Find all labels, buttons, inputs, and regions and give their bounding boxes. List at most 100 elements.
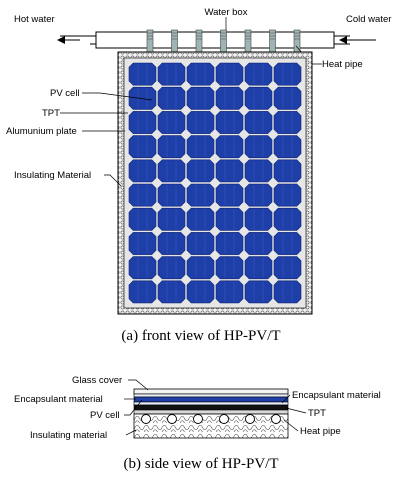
pv-cell [273,183,302,207]
pv-cell-layer [133,396,289,403]
heat-pipe [244,29,252,53]
side-view-caption: (b) side view of HP-PV/T [124,456,279,472]
pv-cell [128,183,157,207]
pv-cell [128,256,157,280]
pv-cell [244,280,273,304]
pv-cell [273,62,302,86]
side-tpt-label: TPT [308,408,326,419]
pv-cell [157,62,186,86]
pv-cell [128,135,157,159]
front-view: Water box Hot water Cold water Heat pipe… [6,7,391,344]
pv-cell [186,232,215,255]
pv-cell [244,159,273,183]
pv-cell-grid [128,62,302,304]
tpt-label: TPT [42,108,60,119]
aluminium-plate-label: Alumunium plate [6,126,77,137]
pv-cell [273,207,302,231]
pv-cell [273,232,302,255]
pv-cell [157,135,186,159]
heat-pipe [269,29,276,53]
pv-cell [215,159,244,183]
pv-cell [244,111,273,134]
pv-cell [215,256,244,280]
side-heat-pipe [141,414,151,424]
pv-cell [186,280,215,304]
pv-cell [215,86,244,110]
pv-cell [244,207,273,231]
pv-cell [273,159,302,183]
side-heat-pipe [245,414,255,424]
pv-cell [157,232,186,255]
heat-pipes [146,29,301,53]
pv-cell [244,86,273,110]
pv-cell [215,280,244,304]
heat-pipe [195,29,203,53]
pv-cell [128,111,157,134]
pv-cell [157,86,186,110]
pv-cell [186,256,215,280]
side-heat-pipe [167,414,177,424]
side-heat-pipe-label: Heat pipe [300,426,341,437]
side-heat-pipes [141,414,281,424]
water-box-label: Water box [205,7,248,18]
pv-cell [244,232,273,255]
encapsulant-right-label: Encapsulant material [292,390,381,401]
pv-cell [273,111,302,134]
pv-cell [215,62,244,86]
pv-cell [273,86,302,110]
glass-cover-label: Glass cover [72,375,122,386]
pv-cell [273,256,302,280]
pv-cell [186,86,215,110]
pv-cell [186,183,215,207]
pv-cell [128,159,157,183]
side-insulating-label: Insulating material [30,430,107,441]
pv-cell [186,135,215,159]
aluminium-layer [133,409,289,415]
pv-cell [128,280,157,304]
insulating-layer [133,413,289,439]
encapsulant-bottom-layer [133,401,289,406]
pv-cell [244,135,273,159]
pv-cell [215,111,244,134]
heat-pipe [171,29,178,53]
pv-cell-label: PV cell [50,88,80,99]
pv-cell [128,62,157,86]
insulating-material-label: Insulating Material [14,170,91,181]
pv-cell [215,232,244,255]
pv-cell [157,207,186,231]
pv-cell [128,232,157,255]
pv-cell [215,207,244,231]
hot-water-label: Hot water [14,14,55,25]
heat-pipe-label: Heat pipe [322,59,363,70]
pv-cell [186,111,215,134]
pv-cell [186,62,215,86]
pv-cell [157,183,186,207]
pv-cell [128,207,157,231]
side-view: Glass cover Encapsulant material PV cell… [14,375,381,472]
pv-cell [157,256,186,280]
pv-cell [273,280,302,304]
cold-water-label: Cold water [346,14,391,25]
heat-pipe [220,29,227,53]
side-heat-pipe [271,414,281,424]
side-heat-pipe [219,414,229,424]
glass-cover-layer [133,388,289,395]
pv-cell [215,183,244,207]
pv-cell [215,135,244,159]
front-view-caption: (a) front view of HP-PV/T [121,328,280,344]
pv-cell [186,159,215,183]
side-pv-cell-label: PV cell [90,410,120,421]
side-heat-pipe [193,414,203,424]
tpt-layer [133,404,289,411]
pv-cell [157,111,186,134]
heat-pipe [146,29,154,53]
pv-cell [273,135,302,159]
heat-pipe [293,29,301,53]
pv-cell [244,62,273,86]
pv-cell [244,256,273,280]
encapsulant-left-label: Encapsulant material [14,394,103,405]
pv-cell [244,183,273,207]
pv-cell [186,207,215,231]
insulating-material-leader [104,174,122,187]
